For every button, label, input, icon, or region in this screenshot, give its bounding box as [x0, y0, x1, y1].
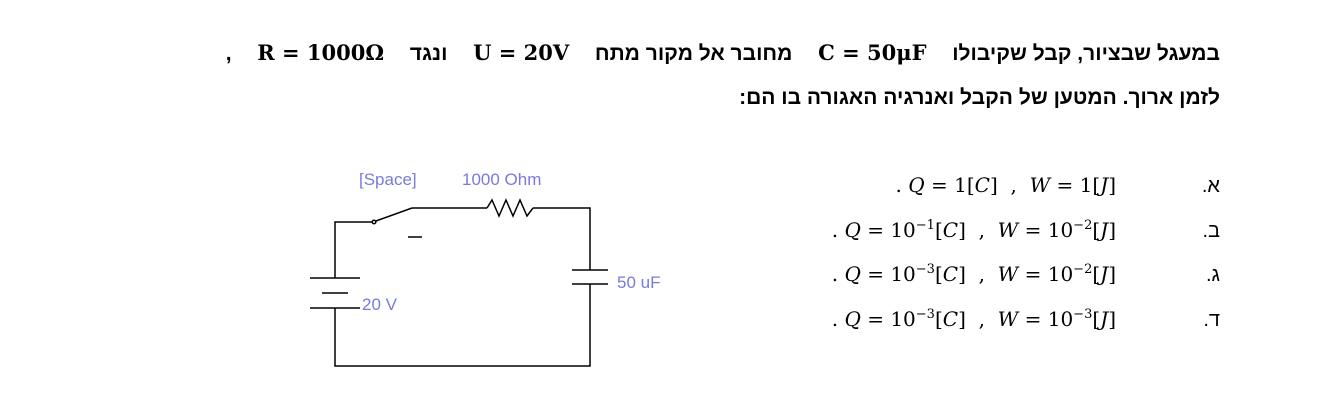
w-exponent: −3 [1073, 307, 1093, 322]
option-letter: ב. [1202, 220, 1220, 242]
w-exponent: −2 [1073, 262, 1093, 277]
switch-pivot [371, 219, 377, 225]
option-expression: . Q = 10−3[C] , W = 10−2[J] [831, 262, 1116, 286]
q-exponent: −3 [915, 307, 935, 322]
rc-circuit-diagram: [Space] 1000 Ohm 50 uF 20 V [310, 170, 660, 367]
option-expression: . Q = 1[C] , W = 1[J] [895, 173, 1117, 197]
option-letter: ג. [1205, 264, 1220, 286]
option-expression: . Q = 10−3[C] , W = 10−3[J] [831, 307, 1116, 331]
q-exponent: −1 [915, 218, 935, 233]
switch-lever[interactable] [375, 207, 413, 222]
wire-top-right [533, 207, 591, 270]
w-exponent: −2 [1073, 218, 1093, 233]
resistor-label: 1000 Ohm [462, 170, 541, 189]
answer-option-c[interactable]: ג. . Q = 10−3[C] , W = 10−2[J] [760, 262, 1220, 292]
question-text-part2: מחובר אל מקור מתח [594, 42, 793, 65]
q-exponent: −3 [915, 262, 935, 277]
question-text-tail: , [225, 42, 232, 65]
switch-label: [Space] [359, 170, 417, 189]
question-line-1: במעגל שבציור, קבל שקיבולו C = 50μF מחובר… [226, 40, 1220, 66]
q-value: 10 [890, 262, 916, 286]
q-value: 1 [954, 173, 967, 197]
q-value: 10 [890, 307, 916, 331]
wire-bottom [334, 284, 591, 367]
voltage-expression: U = 20V [473, 40, 570, 65]
question-text-part1: במעגל שבציור, קבל שקיבולו [952, 42, 1220, 65]
resistor [486, 198, 534, 218]
option-expression: . Q = 10−1[C] , W = 10−2[J] [831, 218, 1116, 242]
capacitor-label: 50 uF [617, 273, 660, 292]
w-value: 10 [1047, 262, 1074, 286]
w-value: 1 [1079, 173, 1093, 197]
option-letter: ד. [1203, 309, 1220, 331]
q-value: 10 [890, 218, 916, 242]
answer-option-b[interactable]: ב. . Q = 10−1[C] , W = 10−2[J] [760, 218, 1220, 248]
option-letter: א. [1201, 175, 1220, 197]
wire-left-top [334, 221, 372, 278]
question-text-part3: ונגד [409, 42, 448, 65]
w-value: 10 [1047, 218, 1074, 242]
answer-option-d[interactable]: ד. . Q = 10−3[C] , W = 10−3[J] [760, 307, 1220, 337]
answer-option-a[interactable]: א. . Q = 1[C] , W = 1[J] [760, 173, 1221, 203]
battery-label: 20 V [362, 295, 398, 314]
resistance-expression: R = 1000Ω [257, 40, 385, 65]
capacitance-expression: C = 50μF [818, 40, 927, 65]
w-value: 10 [1047, 307, 1074, 331]
question-line-2: לזמן ארוך. המטען של הקבל ואנרגיה האגורה … [739, 86, 1220, 109]
